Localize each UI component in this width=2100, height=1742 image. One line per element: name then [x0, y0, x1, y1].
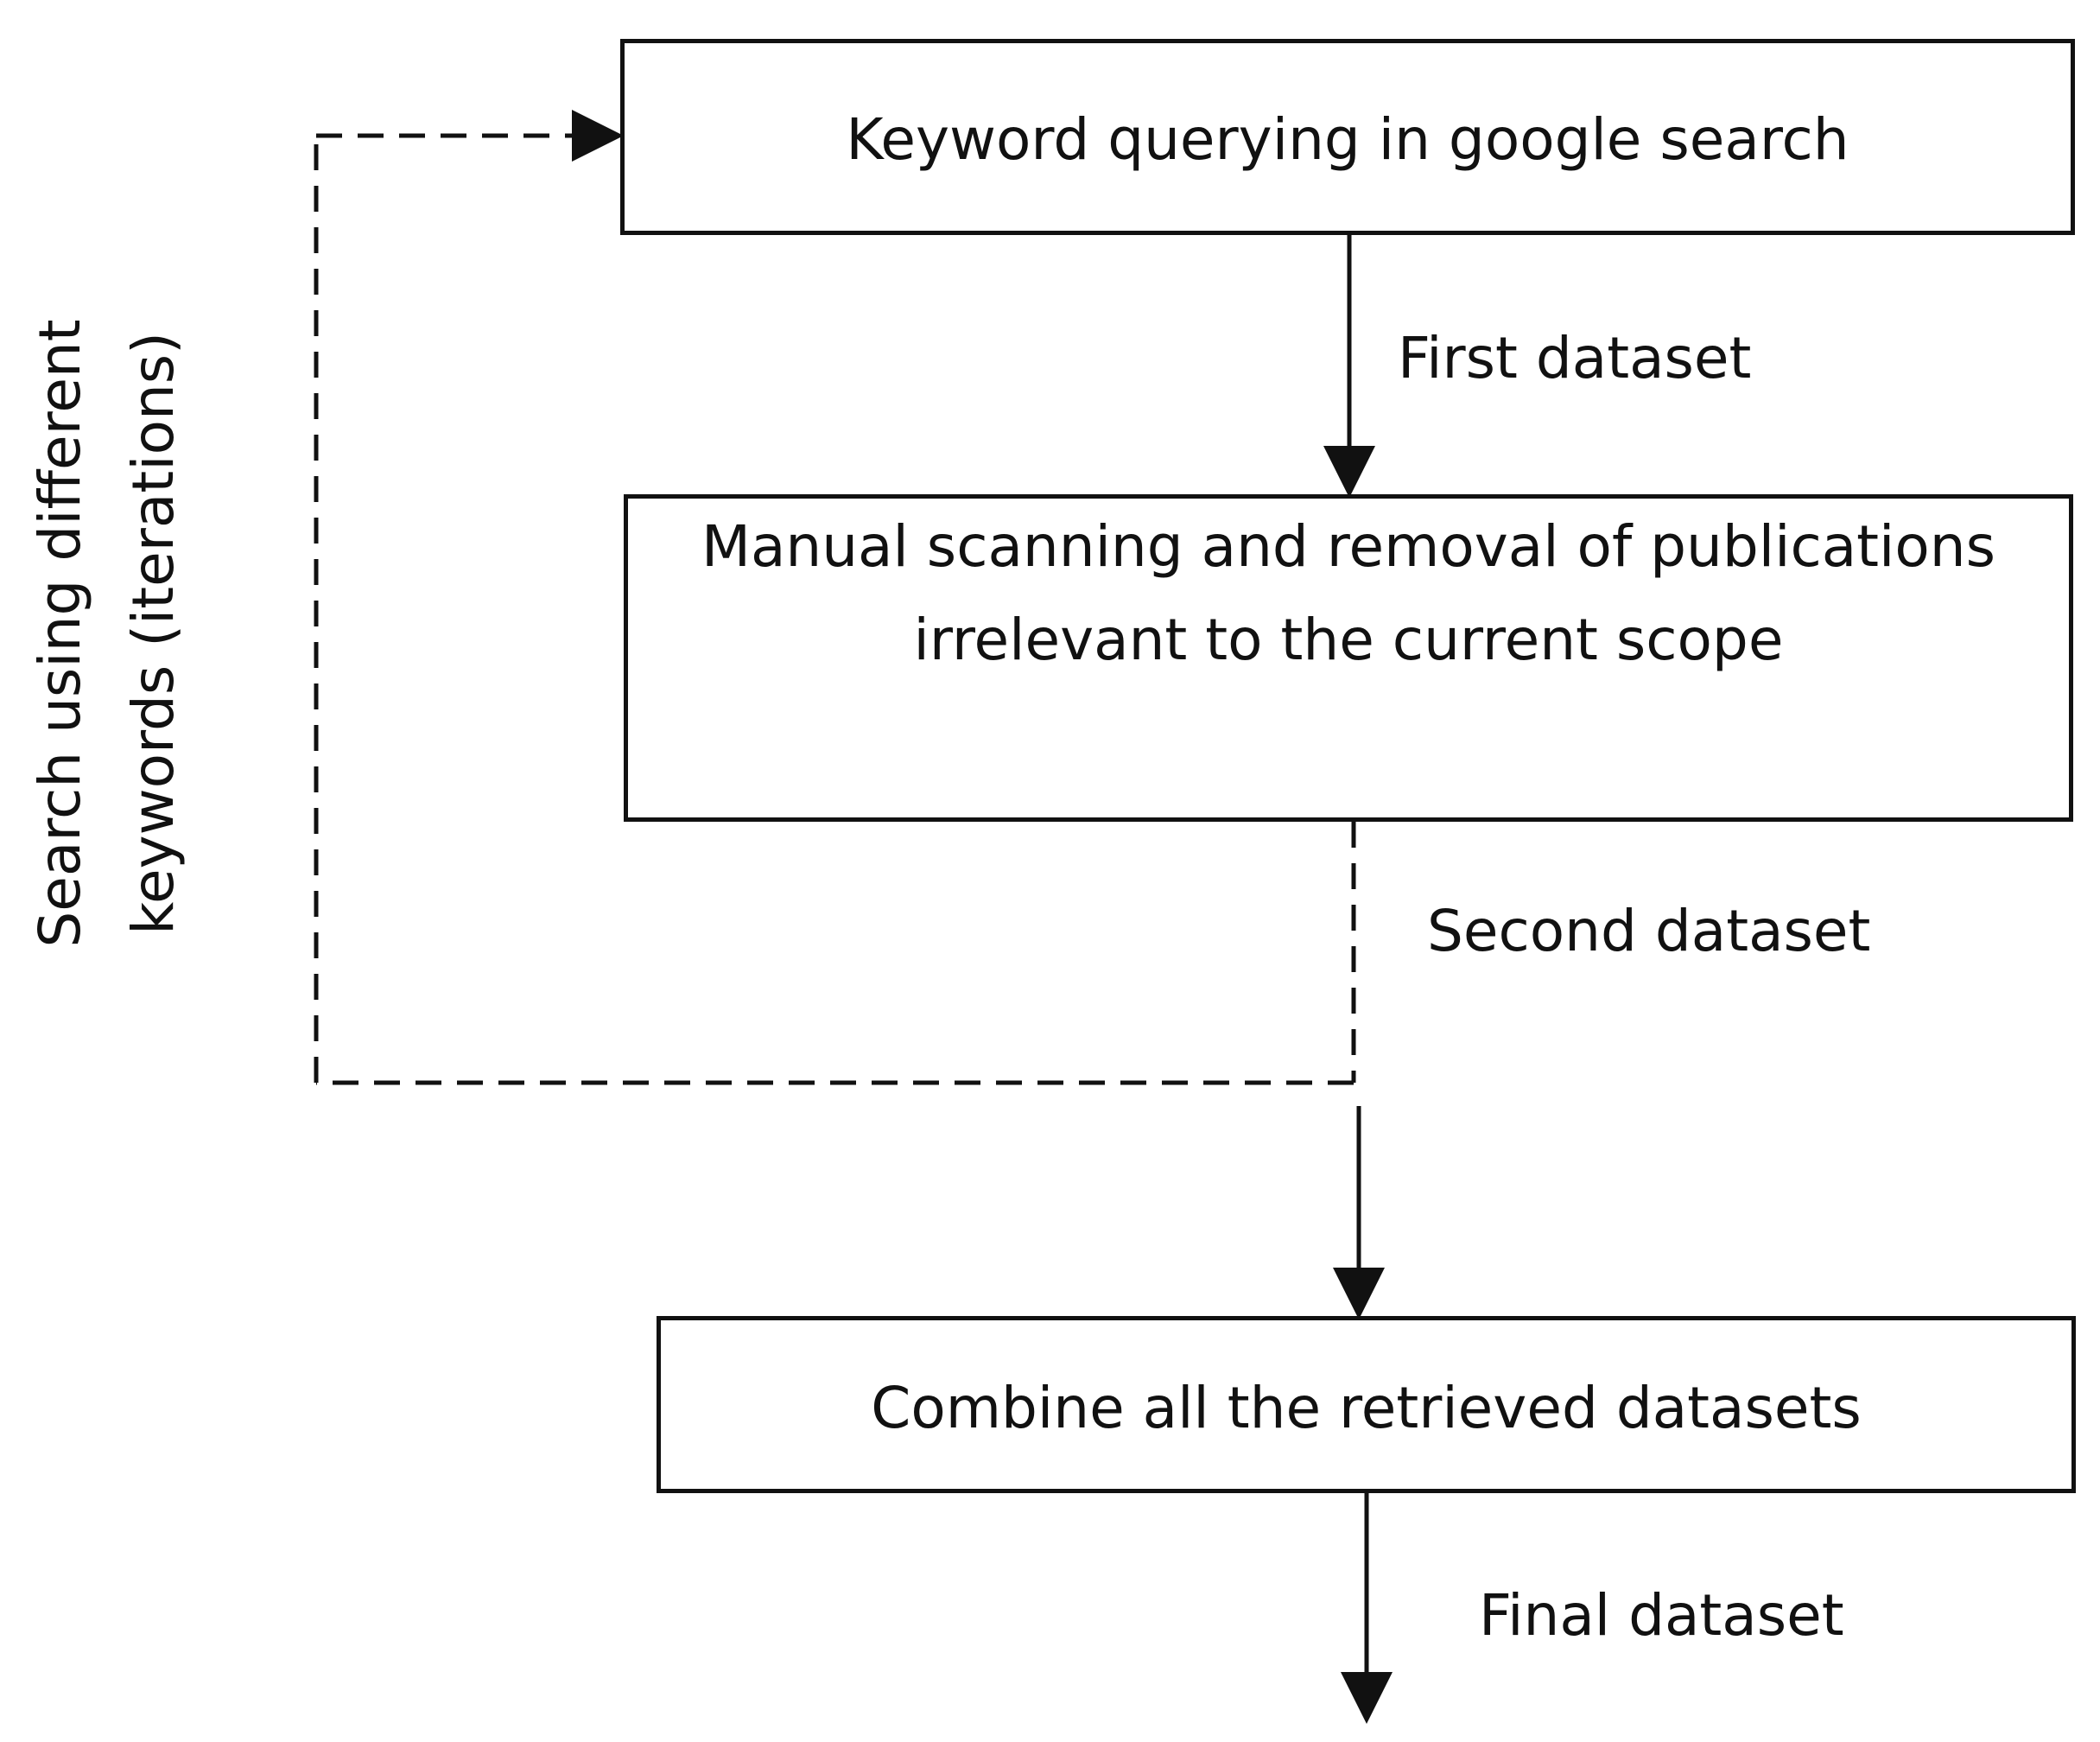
- step-box-combine-datasets: Combine all the retrieved datasets: [657, 1316, 2076, 1493]
- step-keyword-label: Keyword querying in google search: [846, 106, 1849, 173]
- step-manual-label-line1: Manual scanning and removal of publicati…: [701, 513, 1995, 580]
- step-manual-label-line2: irrelevant to the current scope: [913, 607, 1784, 673]
- step-combine-label: Combine all the retrieved datasets: [871, 1375, 1862, 1441]
- edge-label-second-dataset: Second dataset: [1427, 898, 1871, 964]
- edge-label-first-dataset: First dataset: [1398, 325, 1752, 391]
- loop-label-line1: Search using different: [27, 319, 93, 948]
- step-box-manual-scanning: Manual scanning and removal of publicati…: [624, 494, 2073, 822]
- edge-label-final-dataset: Final dataset: [1479, 1582, 1844, 1649]
- step-box-keyword-querying: Keyword querying in google search: [620, 39, 2075, 235]
- loop-label-line2: keywords (iterations): [120, 332, 187, 935]
- loop-label: Search using different keywords (iterati…: [14, 305, 204, 962]
